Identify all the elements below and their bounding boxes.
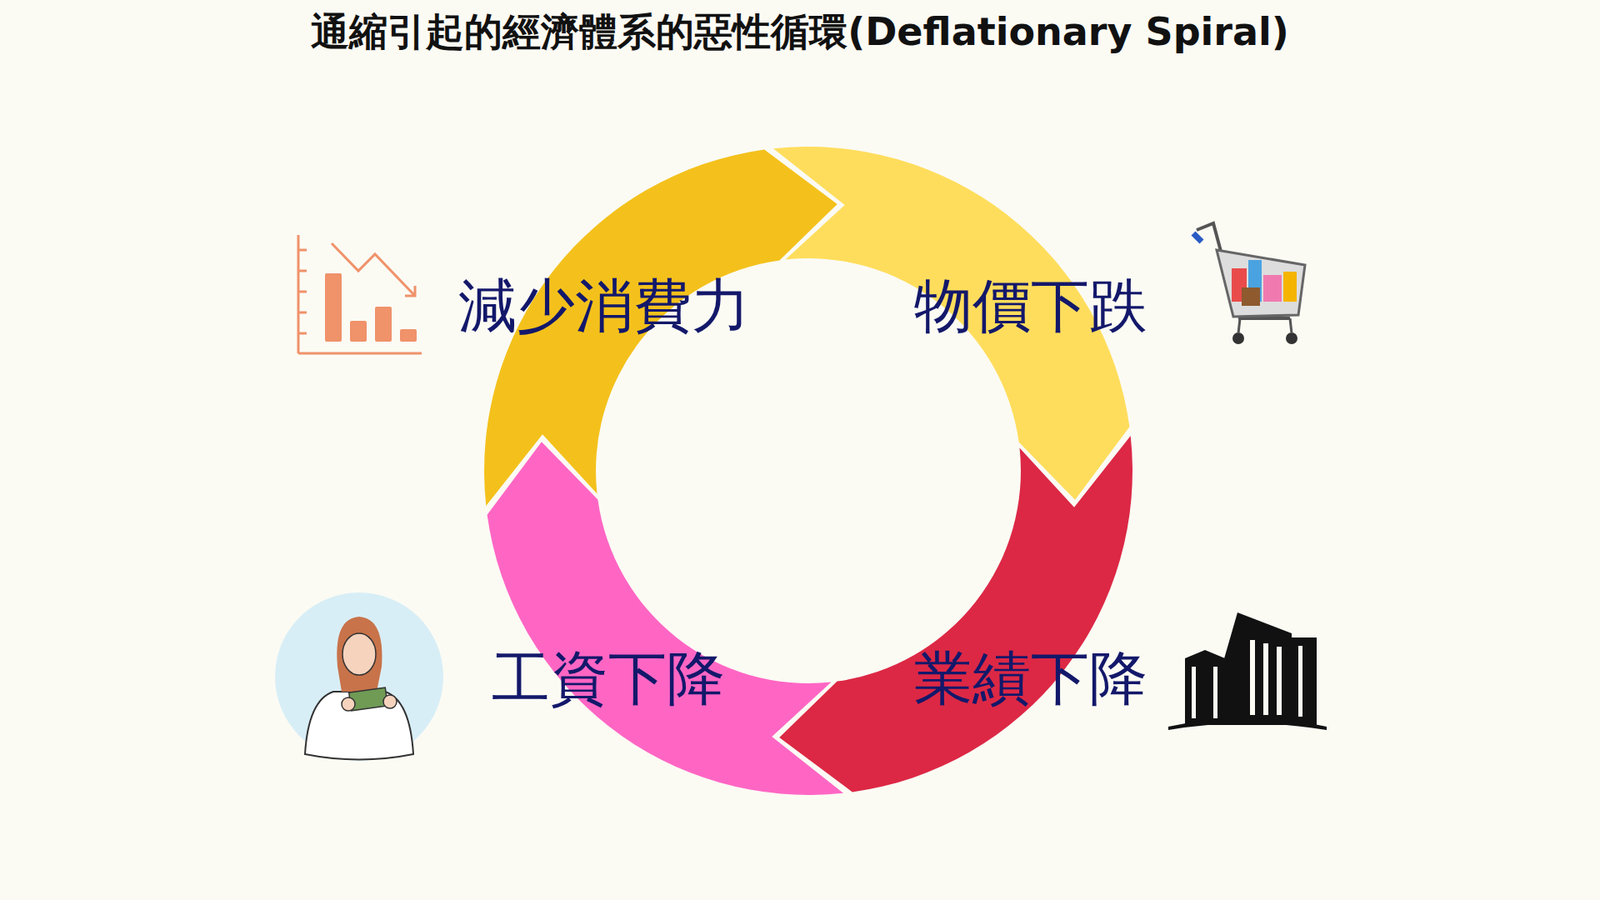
cycle-step: 物價下跌 — [905, 269, 1156, 344]
cycle-step: 減少消費力 — [450, 269, 759, 344]
decline-chart-icon — [298, 235, 422, 354]
step-label: 減少消費力 — [458, 271, 750, 340]
shopping-cart-icon — [1193, 223, 1305, 345]
worker-illustration — [275, 592, 444, 761]
cycle-step: 業績下降 — [905, 641, 1156, 716]
diagram-title: 通縮引起的經濟體系的惡性循環(Deflationary Spiral) — [0, 6, 1600, 59]
company-building-icon — [1168, 612, 1327, 730]
decline-bars — [325, 273, 417, 342]
cycle-arrow — [487, 441, 844, 795]
cycle-step: 工資下降 — [483, 641, 734, 716]
step-label: 物價下跌 — [914, 271, 1148, 340]
step-label: 工資下降 — [491, 644, 725, 713]
step-label: 業績下降 — [914, 644, 1148, 713]
cycle-arrow — [779, 435, 1133, 792]
